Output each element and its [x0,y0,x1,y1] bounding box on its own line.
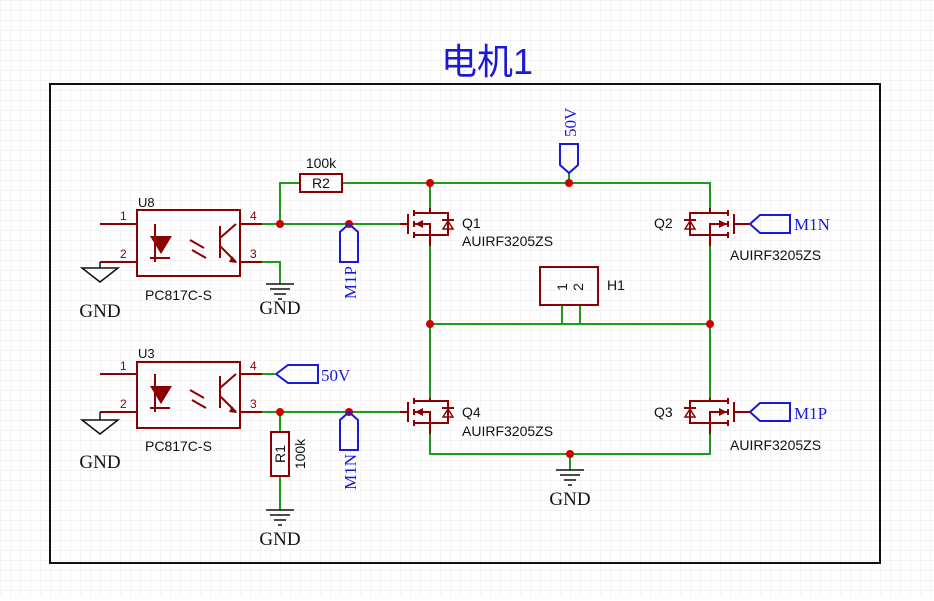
u3-ref: U3 [138,346,155,361]
ground-icon-u3: GND [79,412,121,473]
net-flags [274,143,791,451]
u3-led-icon [150,386,172,404]
h1-pin1: 1 [554,283,570,291]
header-h1: 1 2 H1 [539,266,625,306]
r2-ref: R2 [312,175,330,191]
r1-ref: R1 [272,445,288,463]
ground-icon-u8: GND [79,262,121,322]
u3-pin3: 3 [250,397,257,411]
q2-ref: Q2 [654,215,673,231]
ground-icon-u8-pin3: GND [259,261,301,319]
wire-top-rail [342,182,711,208]
r1-value: 100k [292,438,308,469]
q1-part: AUIRF3205ZS [462,233,553,249]
net-flag-50v-top [559,143,579,175]
gnd-label-u3: GND [79,452,120,473]
u8-part: PC817C-S [145,287,212,303]
u8-body [136,209,241,277]
mosfet-q1: Q1 AUIRF3205ZS [400,208,553,249]
gnd-label-r1: GND [259,529,300,550]
resistor-r2: R2 100k [299,155,343,193]
net-label-m1p-right: M1P [794,404,827,423]
gnd-label-u8-pin3: GND [259,298,300,319]
net-label-50v-top: 50V [561,107,580,137]
diagram-title: 电机1 [441,41,533,82]
u8-pin2: 2 [120,247,127,261]
h1-pin2: 2 [570,283,586,291]
net-label-m1p-left: M1P [341,266,360,299]
u3-pin4: 4 [250,359,257,373]
q1-ref: Q1 [462,215,481,231]
net-label-m1n-right: M1N [794,215,830,234]
h1-ref: H1 [607,277,625,293]
sheet-frame [49,83,881,564]
gnd-label-bridge: GND [549,489,590,510]
u3-body [136,361,241,429]
optocoupler-u3: U3 PC817C-S 1 2 3 4 [100,346,262,454]
net-label-m1n-left: M1N [341,454,360,490]
net-flag-50v-u3 [274,364,319,384]
ground-icon-bridge: GND [549,469,591,510]
u3-pin2: 2 [120,397,127,411]
q3-part: AUIRF3205ZS [730,437,821,453]
q4-part: AUIRF3205ZS [462,423,553,439]
q4-ref: Q4 [462,404,481,420]
ground-icon-r1: GND [259,509,301,550]
u8-ref: U8 [138,195,155,210]
wire-header [561,305,581,324]
u8-pin1: 1 [120,209,127,223]
net-flag-m1n-left [339,410,359,451]
net-flag-m1n-right [748,214,791,234]
mosfet-q4: Q4 AUIRF3205ZS [400,398,553,439]
u8-led-icon [150,236,172,254]
u3-part: PC817C-S [145,438,212,454]
resistor-r1: R1 100k [270,431,308,477]
r2-value: 100k [306,155,337,171]
optocoupler-u8: U8 PC817C-S 1 2 3 4 [100,195,262,303]
u8-pin4: 4 [250,209,257,223]
mosfet-q3: Q3 AUIRF3205ZS [654,398,821,453]
gnd-label-u8: GND [79,301,120,322]
u3-pin1: 1 [120,359,127,373]
q2-part: AUIRF3205ZS [730,247,821,263]
net-flag-m1p-left [339,222,359,263]
net-label-50v-u3: 50V [321,366,351,385]
wire-r2-left [279,182,300,224]
u8-pin3: 3 [250,247,257,261]
q3-ref: Q3 [654,404,673,420]
mosfet-q2: Q2 AUIRF3205ZS [654,208,821,263]
net-flag-m1p-right [748,402,791,422]
